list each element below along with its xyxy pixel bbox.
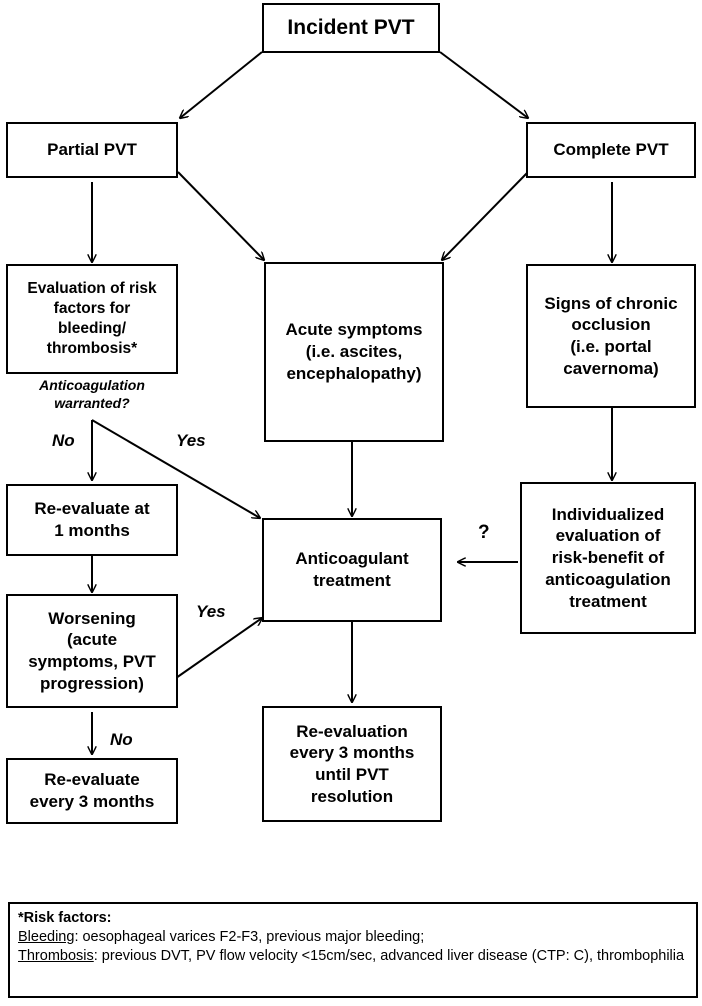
individualized-line-4: anticoagulation — [545, 569, 671, 589]
reevaluate-1-month-box: Re-evaluate at 1 months — [6, 484, 178, 556]
chronic-line-4: cavernoma) — [563, 358, 659, 378]
anticoagulation-question: Anticoagulation warranted? — [8, 377, 176, 413]
risk-factors-legend: *Risk factors: Bleeding: oesophageal var… — [8, 902, 698, 998]
worsening-box: Worsening (acute symptoms, PVT progressi… — [6, 594, 178, 708]
legend-title: *Risk factors: — [18, 910, 112, 926]
complete-pvt-text: Complete PVT — [553, 140, 669, 160]
acute-line-2: (i.e. ascites, — [305, 342, 403, 362]
evaluation-line-2: factors for — [53, 300, 131, 318]
partial-pvt-text: Partial PVT — [47, 140, 137, 160]
individualized-line-5: treatment — [569, 591, 647, 611]
arrow-incident-partial — [180, 51, 263, 118]
anticoagulant-treatment-box: Anticoagulant treatment — [262, 518, 442, 622]
legend-thrombosis: Thrombosis: previous DVT, PV flow veloci… — [18, 947, 688, 966]
individualized-line-1: Individualized — [551, 504, 665, 524]
reevaluate3-line-2: every 3 months — [29, 792, 155, 811]
arrow-complete-acute — [442, 171, 529, 260]
legend-bleeding-label: Bleeding — [18, 929, 75, 946]
individualized-line-3: risk-benefit of — [551, 548, 665, 568]
chronic-line-1: Signs of chronic — [544, 293, 678, 313]
chronic-line-3: (i.e. portal — [570, 337, 652, 356]
worsening-line-3: symptoms, PVT — [28, 652, 156, 671]
no-label-1: No — [52, 431, 75, 450]
evaluation-line-1: Evaluation of risk — [27, 280, 157, 298]
worsening-line-2: (acute — [66, 630, 118, 650]
worsening-line-4: progression) — [40, 673, 144, 693]
reevaluate1-line-1: Re-evaluate at — [34, 499, 150, 519]
individualized-line-2: evaluation of — [555, 526, 661, 546]
incident-pvt-text: Incident PVT — [287, 15, 415, 39]
question-mark-label: ? — [478, 522, 490, 543]
reevaluate-3-months-box: Re-evaluate every 3 months — [6, 758, 178, 824]
yes-label-2: Yes — [196, 602, 226, 621]
acute-symptoms-box: Acute symptoms (i.e. ascites, encephalop… — [264, 262, 444, 442]
acute-line-1: Acute symptoms — [285, 320, 423, 340]
arrow-partial-acute — [177, 171, 264, 260]
legend-bleeding-text: : oesophageal varices F2-F3, previous ma… — [74, 929, 425, 946]
complete-pvt-box: Complete PVT — [526, 122, 696, 178]
evaluation-box: Evaluation of risk factors for bleeding/… — [6, 264, 178, 374]
anticoag-line-1: Anticoagulant — [295, 549, 409, 569]
reevaluate1-line-2: 1 months — [54, 521, 130, 540]
partial-pvt-box: Partial PVT — [6, 122, 178, 178]
question-line-2: warranted? — [54, 394, 130, 411]
arrow-incident-complete — [439, 51, 528, 118]
individualized-evaluation-box: Individualized evaluation of risk-benefi… — [520, 482, 696, 634]
reevaluation-line-4: resolution — [310, 786, 394, 806]
reevaluation-line-3: until PVT — [315, 765, 389, 784]
chronic-line-2: occlusion — [571, 315, 651, 335]
reevaluation-line-1: Re-evaluation — [296, 721, 408, 741]
acute-line-3: encephalopathy) — [286, 363, 422, 383]
reevaluation-box: Re-evaluation every 3 months until PVT r… — [262, 706, 442, 822]
yes-label-1: Yes — [176, 431, 206, 450]
reevaluation-line-2: every 3 months — [289, 743, 415, 763]
evaluation-line-3: bleeding/ — [57, 320, 127, 337]
legend-thrombosis-text: : previous DVT, PV flow velocity <15cm/s… — [93, 948, 685, 965]
legend-thrombosis-label: Thrombosis — [18, 948, 94, 965]
legend-bleeding: Bleeding: oesophageal varices F2-F3, pre… — [18, 928, 688, 947]
no-label-2: No — [110, 730, 133, 749]
reevaluate3-line-1: Re-evaluate — [44, 770, 140, 790]
arrow-worsening-anticoag — [175, 618, 262, 679]
chronic-occlusion-box: Signs of chronic occlusion (i.e. portal … — [526, 264, 696, 408]
question-line-1: Anticoagulation — [39, 377, 145, 393]
arrow-question-anticoag — [91, 419, 260, 518]
anticoag-line-2: treatment — [313, 571, 391, 590]
worsening-line-1: Worsening — [48, 608, 136, 628]
evaluation-line-4: thrombosis* — [46, 339, 138, 357]
incident-pvt-box: Incident PVT — [262, 3, 440, 53]
